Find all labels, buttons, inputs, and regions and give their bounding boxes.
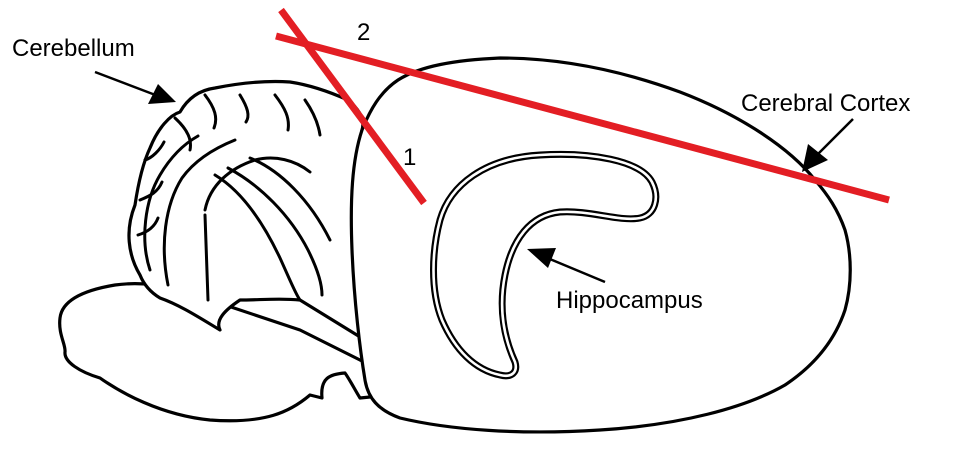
cerebral-cortex-arrow [802,119,853,172]
cut-2-label: 2 [357,19,370,46]
cut-1-label: 1 [403,144,416,171]
cerebellum-label: Cerebellum [12,35,135,62]
cerebellum-arrow [95,72,176,104]
cerebral-cortex-label: Cerebral Cortex [741,90,910,117]
hippocampus-label: Hippocampus [556,287,703,314]
